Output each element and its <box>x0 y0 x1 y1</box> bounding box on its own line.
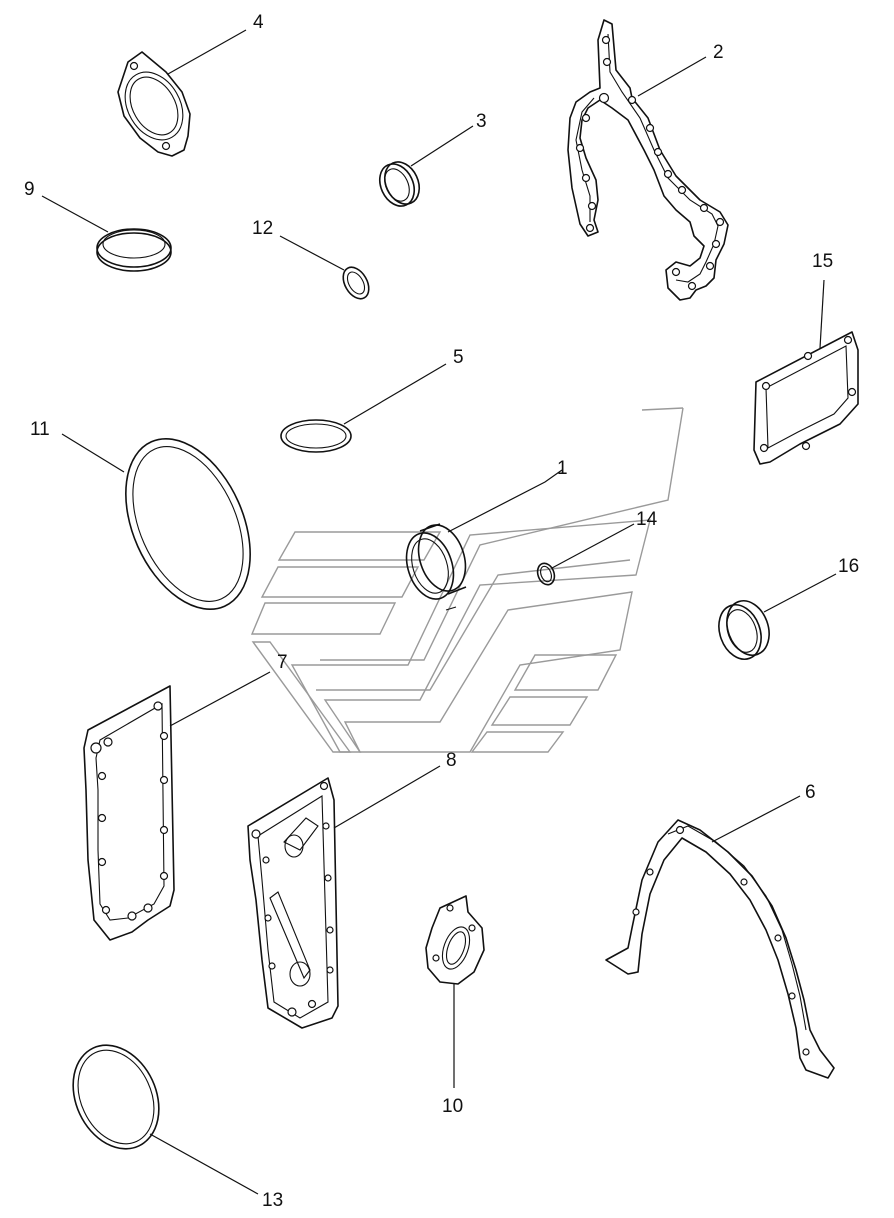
callout-10: 10 <box>442 1096 463 1117</box>
callout-5: 5 <box>453 347 464 368</box>
callout-12: 12 <box>252 218 273 239</box>
part-6-rear-seal-gasket <box>605 819 835 1079</box>
callout-3: 3 <box>476 111 487 132</box>
part-16-seal <box>718 600 770 660</box>
callout-4: 4 <box>253 12 264 33</box>
callout-8: 8 <box>446 750 457 771</box>
callout-14: 14 <box>636 509 658 530</box>
part-13-o-ring <box>72 1044 160 1150</box>
part-7-cover-gasket <box>83 685 175 941</box>
part-10-plate-gasket <box>425 895 485 985</box>
part-4-flange-gasket <box>117 51 191 157</box>
part-2-timing-cover-gasket <box>567 19 729 301</box>
part-3-seal-ring <box>378 161 421 207</box>
callout-2: 2 <box>713 42 724 63</box>
part-5-o-ring <box>280 419 352 453</box>
callout-9: 9 <box>24 179 35 200</box>
part-8-oil-cooler-gasket <box>247 777 339 1029</box>
watermark-logo <box>250 407 684 753</box>
callout-1: 1 <box>557 458 568 479</box>
callout-6: 6 <box>805 782 816 803</box>
part-9-seal-ring <box>96 228 172 272</box>
part-15-cover-gasket <box>753 331 859 465</box>
callout-7: 7 <box>277 652 288 673</box>
callout-13: 13 <box>262 1190 283 1211</box>
callout-16: 16 <box>838 556 859 577</box>
part-12-small-o-ring <box>342 266 370 300</box>
callout-11: 11 <box>30 419 50 440</box>
part-14-small-seal <box>536 562 556 586</box>
callout-15: 15 <box>812 251 833 272</box>
part-1-front-crank-seal <box>405 523 467 611</box>
part-11-large-o-ring <box>125 437 251 611</box>
